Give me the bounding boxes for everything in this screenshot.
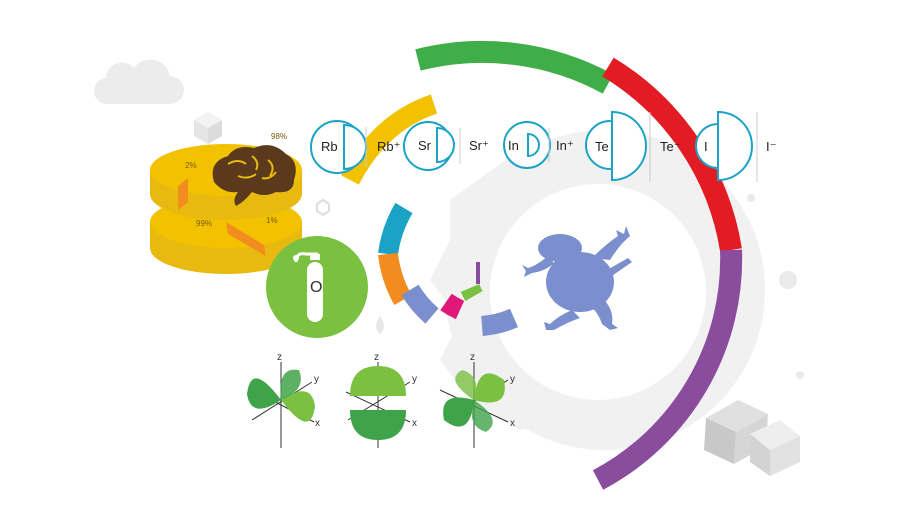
ring-teal (378, 202, 413, 256)
hexagon-icon (316, 198, 330, 217)
ion-label: Rb⁺ (377, 139, 400, 154)
outer-arcs (415, 40, 743, 490)
pct-right: 98% (271, 132, 287, 141)
ion-label: Sr⁺ (469, 138, 489, 153)
ion-label: In⁺ (556, 138, 574, 153)
lobe (280, 369, 301, 400)
disc-slice (226, 222, 266, 256)
purple-arc (592, 249, 743, 490)
orbital-3: z y x (439, 352, 515, 448)
ring-blue (401, 284, 439, 324)
ion-shell (611, 110, 647, 182)
lobe (247, 378, 281, 409)
oxygen-symbol: O (310, 279, 322, 296)
yellow-arc (341, 94, 438, 185)
y-label: y (412, 374, 417, 385)
z-label: z (277, 352, 282, 363)
drop-icon (376, 316, 384, 334)
x-label: x (412, 418, 417, 429)
pct-right: 1% (266, 216, 278, 225)
pct-left: 99% (196, 219, 212, 228)
lobe-bottom (350, 410, 406, 440)
ion-shell (717, 110, 753, 182)
cloud-icon (93, 59, 184, 105)
ions-row: Rb Rb⁺ Sr Sr⁺ In In⁺ Te Te⁻ (310, 110, 776, 182)
x-label: x (510, 418, 515, 429)
lobe (471, 400, 493, 432)
pct-left: 2% (185, 161, 197, 170)
atom-label: Sr (418, 138, 432, 153)
lobe (443, 397, 474, 427)
ion-i: I I⁻ (695, 110, 776, 182)
ring-magenta (440, 293, 465, 320)
frog-icon (522, 226, 632, 330)
oxygen-tank-icon (293, 252, 323, 322)
ion-shell (527, 132, 540, 158)
atom-label: I (704, 139, 708, 154)
ion-label: I⁻ (766, 139, 776, 154)
decor-circle (747, 194, 755, 202)
ion-sr: Sr Sr⁺ (403, 121, 489, 171)
brain-icon (212, 145, 296, 206)
inner-ring (378, 202, 518, 336)
ring-blue-2 (480, 308, 518, 336)
green-arc (415, 40, 614, 94)
x-label: x (315, 418, 320, 429)
atom-label: In (508, 138, 519, 153)
orbital-2: z y x (345, 352, 417, 448)
ion-rb: Rb Rb⁺ (310, 120, 400, 174)
ion-te: Te Te⁻ (585, 110, 681, 182)
y-label: y (314, 374, 319, 385)
z-label: z (374, 352, 379, 363)
lobe (455, 370, 477, 400)
ring-orange (378, 252, 412, 305)
lobe (474, 373, 505, 403)
lobe-top (350, 366, 406, 396)
atom-label: Te (595, 139, 609, 154)
lobe (281, 391, 315, 422)
cubes-icon (704, 400, 800, 476)
red-arc (602, 57, 742, 252)
orbital-1: z y x (247, 352, 320, 448)
y-label: y (510, 374, 515, 385)
z-label: z (470, 352, 475, 363)
oxygen-badge: O (266, 236, 368, 338)
ion-in: In In⁺ (503, 121, 574, 169)
ion-shell (436, 126, 455, 164)
ring-lime (460, 283, 483, 301)
decor-circle (779, 271, 797, 289)
ion-label: Te⁻ (660, 139, 681, 154)
cube-icon (194, 112, 222, 144)
brain-chart: 99% 1% 2% 98% (150, 132, 302, 274)
atom-label: Rb (321, 139, 338, 154)
disc-slice (178, 178, 188, 210)
decor-circle (796, 371, 804, 379)
